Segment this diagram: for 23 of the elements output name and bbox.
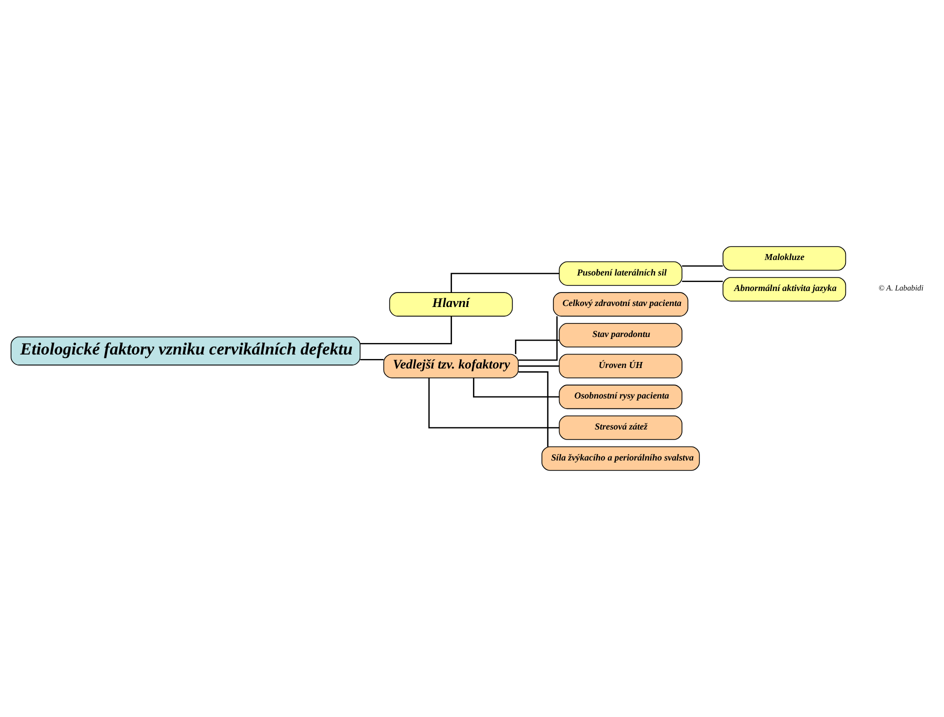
connector bbox=[450, 272, 560, 293]
node-box: Osobnostní rysy pacienta bbox=[558, 384, 682, 410]
node-box: Stresová zátež bbox=[558, 416, 682, 440]
connector bbox=[682, 265, 723, 267]
connector bbox=[518, 316, 558, 361]
node-box: Hlavní bbox=[389, 292, 513, 317]
connector bbox=[360, 316, 452, 344]
connector bbox=[428, 378, 560, 428]
node-box: Abnormální aktivita jazyka bbox=[722, 277, 846, 302]
node-box: Etiologické faktory vzniku cervikálních defektu bbox=[10, 336, 361, 366]
connector bbox=[472, 378, 560, 398]
node-box: Úroven ÚH bbox=[558, 354, 682, 378]
node-box: Malokluze bbox=[722, 246, 846, 271]
connector bbox=[514, 340, 560, 354]
node-box: Pusobení laterálních sil bbox=[558, 261, 682, 286]
node-box: Stav parodontu bbox=[558, 323, 682, 348]
node-box: Celkový zdravotní stav pacienta bbox=[552, 292, 688, 317]
node-box: Vedlejší tzv. kofaktory bbox=[383, 354, 519, 378]
connector bbox=[518, 365, 560, 367]
connector bbox=[518, 371, 548, 447]
connector bbox=[360, 359, 384, 360]
connector bbox=[682, 280, 723, 282]
node-box: Síla žvýkacího a periorálního svalstva bbox=[541, 446, 700, 471]
